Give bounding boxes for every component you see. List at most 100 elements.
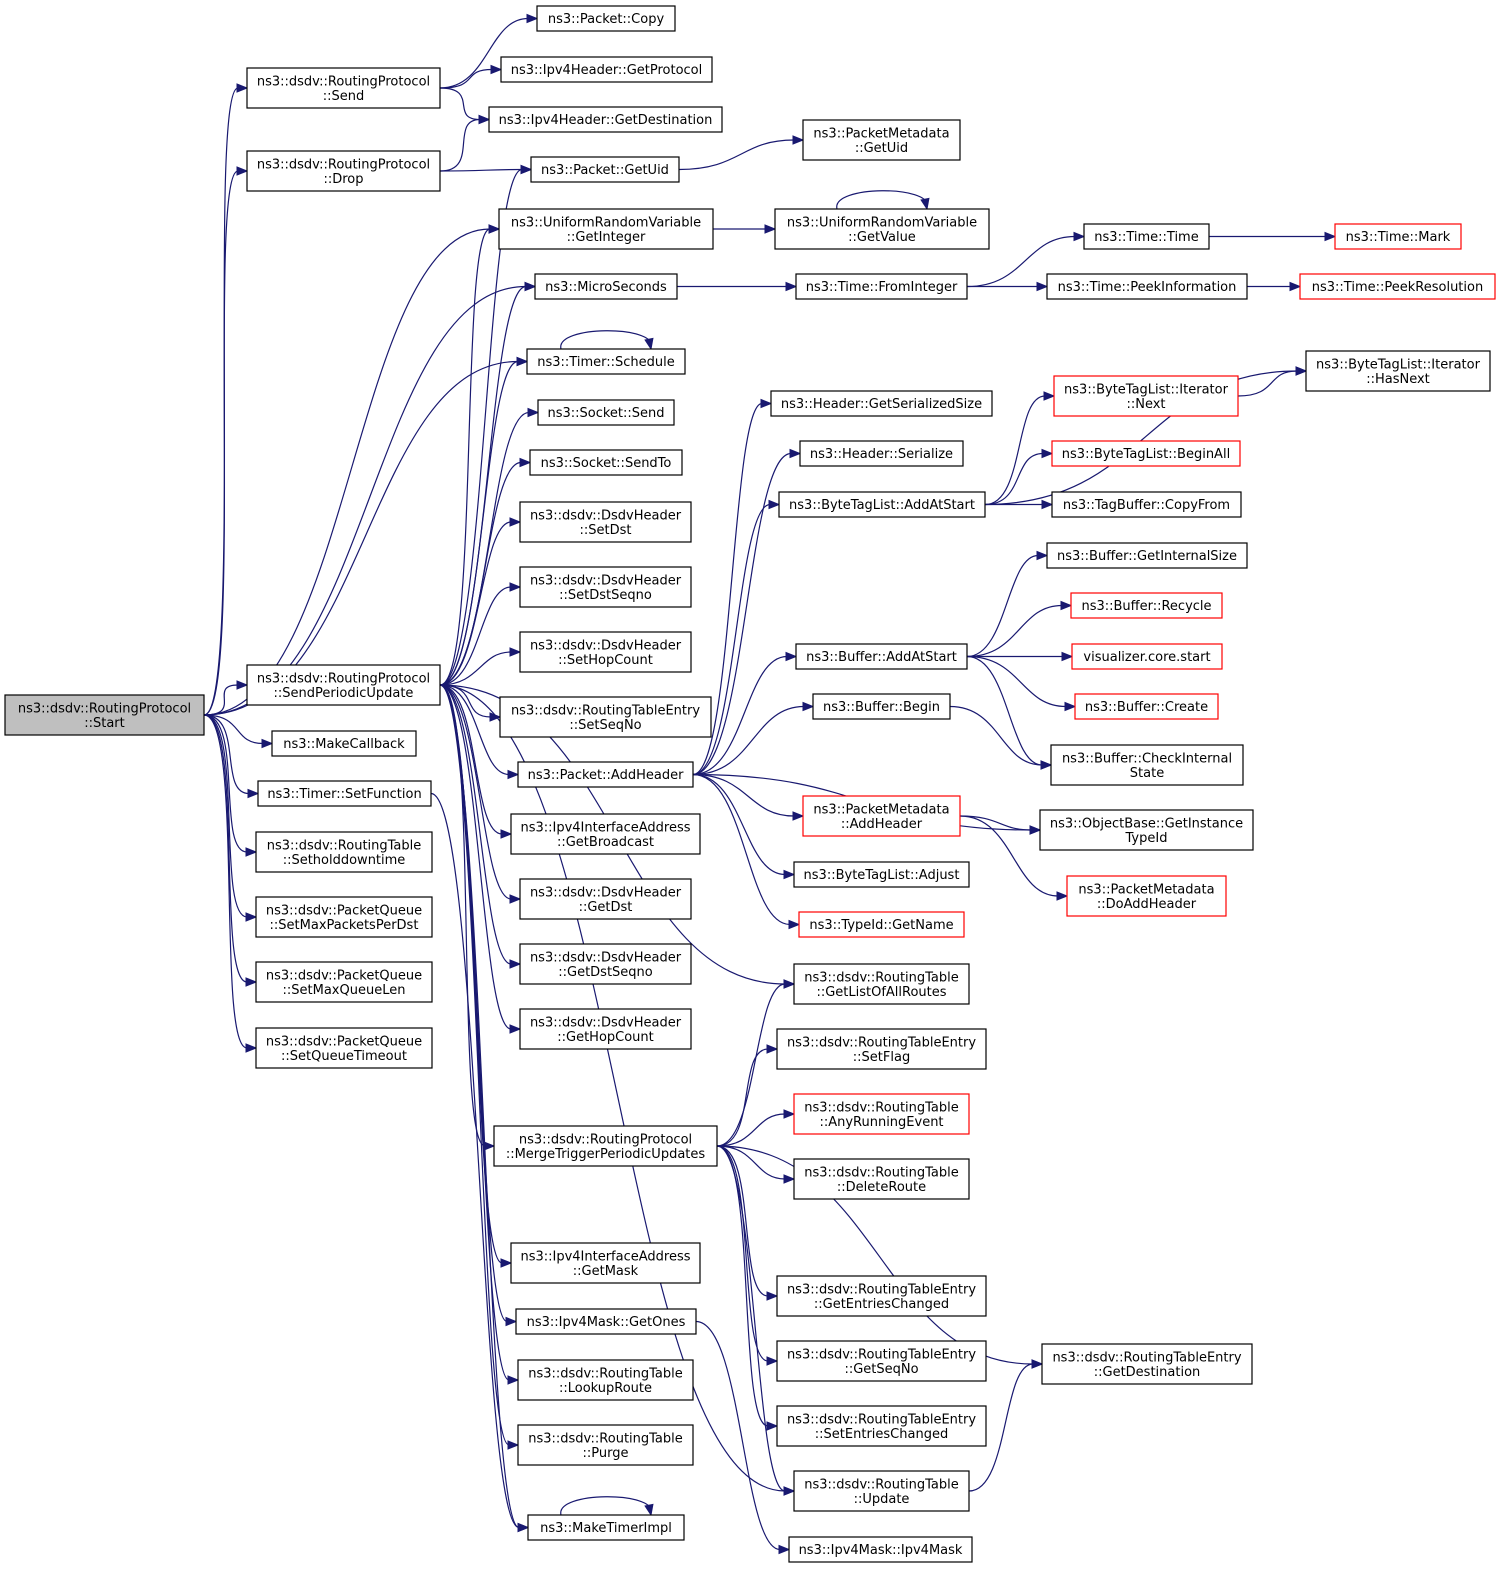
node-bufrec[interactable]: ns3::Buffer::Recycle bbox=[1070, 592, 1223, 619]
node-pktcopy[interactable]: ns3::Packet::Copy bbox=[536, 5, 676, 32]
arrowhead bbox=[1040, 760, 1053, 770]
arrowhead bbox=[507, 769, 520, 780]
node-timetime[interactable]: ns3::Time::Time bbox=[1083, 223, 1210, 250]
node-micro[interactable]: ns3::MicroSeconds bbox=[534, 273, 678, 300]
node-btladj[interactable]: ns3::ByteTagList::Adjust bbox=[793, 861, 970, 888]
node-lookup[interactable]: ns3::dsdv::RoutingTable::LookupRoute bbox=[517, 1359, 694, 1401]
node-label: ::GetUid bbox=[855, 141, 908, 156]
node-merge[interactable]: ns3::dsdv::RoutingProtocol::MergeTrigger… bbox=[493, 1125, 718, 1167]
node-sethop[interactable]: ns3::dsdv::DsdvHeader::SetHopCount bbox=[519, 631, 692, 673]
node-box bbox=[1334, 223, 1462, 250]
node-peekres[interactable]: ns3::Time::PeekResolution bbox=[1299, 273, 1496, 300]
node-box bbox=[778, 491, 986, 518]
node-bufbegin[interactable]: ns3::Buffer::Begin bbox=[812, 693, 951, 720]
node-pmdoadd[interactable]: ns3::PacketMetadata::DoAddHeader bbox=[1066, 875, 1227, 917]
node-rtegetseq[interactable]: ns3::dsdv::RoutingTableEntry::GetSeqNo bbox=[776, 1340, 987, 1382]
node-hdrser[interactable]: ns3::Header::Serialize bbox=[799, 440, 964, 467]
node-fromint[interactable]: ns3::Time::FromInteger bbox=[795, 273, 968, 300]
edge-line bbox=[984, 452, 1044, 506]
node-setqto[interactable]: ns3::dsdv::PacketQueue::SetQueueTimeout bbox=[255, 1027, 433, 1069]
node-getuid[interactable]: ns3::Packet::GetUid bbox=[530, 156, 680, 183]
node-label: ns3::dsdv::RoutingTable bbox=[528, 1366, 683, 1381]
node-drop[interactable]: ns3::dsdv::RoutingProtocol::Drop bbox=[246, 150, 441, 192]
node-btlbegin[interactable]: ns3::ByteTagList::BeginAll bbox=[1051, 440, 1241, 467]
node-send[interactable]: ns3::dsdv::RoutingProtocol::Send bbox=[246, 67, 441, 109]
node-peekinfo[interactable]: ns3::Time::PeekInformation bbox=[1046, 273, 1248, 300]
edge-merge-to-delroute bbox=[716, 1145, 796, 1184]
node-vizstart[interactable]: visualizer.core.start bbox=[1071, 643, 1223, 670]
node-urvint[interactable]: ns3::UniformRandomVariable::GetInteger bbox=[498, 208, 714, 250]
node-btlnext[interactable]: ns3::ByteTagList::Iterator::Next bbox=[1053, 375, 1239, 417]
edge-merge-to-rtegetch bbox=[716, 1145, 779, 1301]
node-spu[interactable]: ns3::dsdv::RoutingProtocol::SendPeriodic… bbox=[246, 664, 441, 706]
node-hdrsize[interactable]: ns3::Header::GetSerializedSize bbox=[770, 390, 993, 417]
node-rtesetch[interactable]: ns3::dsdv::RoutingTableEntry::SetEntries… bbox=[776, 1405, 987, 1447]
node-getdest[interactable]: ns3::Ipv4Header::GetDestination bbox=[488, 106, 723, 133]
node-setmaxq[interactable]: ns3::dsdv::PacketQueue::SetMaxQueueLen bbox=[255, 961, 433, 1003]
edge-line bbox=[439, 684, 508, 1323]
node-label: ns3::ByteTagList::Iterator bbox=[1064, 382, 1229, 397]
node-setmaxpkt[interactable]: ns3::dsdv::PacketQueue::SetMaxPacketsPer… bbox=[255, 896, 433, 938]
node-sethold[interactable]: ns3::dsdv::RoutingTable::Setholddowntime bbox=[255, 831, 433, 873]
node-socksendto[interactable]: ns3::Socket::SendTo bbox=[529, 449, 683, 476]
node-btlhasnext[interactable]: ns3::ByteTagList::Iterator::HasNext bbox=[1305, 350, 1491, 392]
node-mktimer[interactable]: ns3::MakeTimerImpl bbox=[527, 1514, 685, 1541]
node-rteflag[interactable]: ns3::dsdv::RoutingTableEntry::SetFlag bbox=[776, 1028, 987, 1070]
node-getdst[interactable]: ns3::dsdv::DsdvHeader::GetDst bbox=[519, 878, 692, 920]
node-rtegetdest[interactable]: ns3::dsdv::RoutingTableEntry::GetDestina… bbox=[1041, 1343, 1253, 1385]
node-label: ::SendPeriodicUpdate bbox=[274, 686, 414, 701]
node-bufint[interactable]: ns3::Buffer::GetInternalSize bbox=[1046, 542, 1248, 569]
node-tagcopy[interactable]: ns3::TagBuffer::CopyFrom bbox=[1051, 491, 1242, 518]
node-btladd[interactable]: ns3::ByteTagList::AddAtStart bbox=[778, 491, 986, 518]
node-rteseqno[interactable]: ns3::dsdv::RoutingTableEntry::SetSeqNo bbox=[499, 696, 712, 738]
node-purge[interactable]: ns3::dsdv::RoutingTable::Purge bbox=[517, 1424, 694, 1466]
node-setdstseq[interactable]: ns3::dsdv::DsdvHeader::SetDstSeqno bbox=[519, 566, 692, 608]
node-bufcreate[interactable]: ns3::Buffer::Create bbox=[1074, 693, 1219, 720]
node-timemark[interactable]: ns3::Time::Mark bbox=[1334, 223, 1462, 250]
node-box bbox=[246, 67, 441, 109]
arrowhead bbox=[509, 959, 522, 969]
node-label: ns3::dsdv::RoutingTableEntry bbox=[1052, 1350, 1241, 1365]
node-socksend[interactable]: ns3::Socket::Send bbox=[537, 399, 675, 426]
arrowhead bbox=[785, 651, 798, 662]
node-rtall[interactable]: ns3::dsdv::RoutingTable::GetListOfAllRou… bbox=[793, 963, 970, 1005]
node-typename[interactable]: ns3::TypeId::GetName bbox=[798, 911, 965, 938]
node-rtupdate[interactable]: ns3::dsdv::RoutingTable::Update bbox=[793, 1470, 970, 1512]
node-maskctor[interactable]: ns3::Ipv4Mask::Ipv4Mask bbox=[788, 1536, 973, 1563]
node-box bbox=[510, 813, 701, 855]
node-box bbox=[793, 1158, 970, 1200]
arrowhead bbox=[236, 166, 249, 176]
edge-line bbox=[560, 330, 652, 350]
node-setdst[interactable]: ns3::dsdv::DsdvHeader::SetDst bbox=[519, 501, 692, 543]
node-getdstseq[interactable]: ns3::dsdv::DsdvHeader::GetDstSeqno bbox=[519, 943, 692, 985]
node-pmuid[interactable]: ns3::PacketMetadata::GetUid bbox=[802, 119, 961, 161]
node-box bbox=[1074, 693, 1219, 720]
node-setfunc[interactable]: ns3::Timer::SetFunction bbox=[257, 780, 432, 807]
node-label: ns3::dsdv::RoutingTable bbox=[804, 970, 959, 985]
edge-start-to-setqto bbox=[203, 714, 258, 1053]
node-gethop[interactable]: ns3::dsdv::DsdvHeader::GetHopCount bbox=[519, 1008, 692, 1050]
node-ifbcast[interactable]: ns3::Ipv4InterfaceAddress::GetBroadcast bbox=[510, 813, 701, 855]
node-getones[interactable]: ns3::Ipv4Mask::GetOnes bbox=[515, 1308, 697, 1335]
edge-start-to-urvint bbox=[203, 224, 501, 716]
node-box bbox=[793, 1093, 970, 1135]
node-urvval[interactable]: ns3::UniformRandomVariable::GetValue bbox=[774, 208, 990, 250]
node-bufadd[interactable]: ns3::Buffer::AddAtStart bbox=[795, 643, 968, 670]
node-anyrun[interactable]: ns3::dsdv::RoutingTable::AnyRunningEvent bbox=[793, 1093, 970, 1135]
node-sched[interactable]: ns3::Timer::Schedule bbox=[526, 348, 686, 375]
edge-spu-to-merge bbox=[439, 684, 496, 1151]
node-ifmask[interactable]: ns3::Ipv4InterfaceAddress::GetMask bbox=[510, 1242, 701, 1284]
node-delroute[interactable]: ns3::dsdv::RoutingTable::DeleteRoute bbox=[793, 1158, 970, 1200]
node-addheader[interactable]: ns3::Packet::AddHeader bbox=[517, 761, 694, 788]
node-box bbox=[519, 566, 692, 608]
edge-addheader-to-bufbegin bbox=[692, 701, 815, 776]
node-label: ::SetDst bbox=[580, 523, 632, 538]
node-label: ns3::Buffer::GetInternalSize bbox=[1057, 549, 1237, 564]
edge-spu-to-getdst bbox=[439, 684, 522, 904]
node-pmadd[interactable]: ns3::PacketMetadata::AddHeader bbox=[802, 795, 961, 837]
node-rtegetch[interactable]: ns3::dsdv::RoutingTableEntry::GetEntries… bbox=[776, 1275, 987, 1317]
node-makecb[interactable]: ns3::MakeCallback bbox=[271, 730, 417, 757]
node-getproto[interactable]: ns3::Ipv4Header::GetProtocol bbox=[500, 56, 713, 83]
